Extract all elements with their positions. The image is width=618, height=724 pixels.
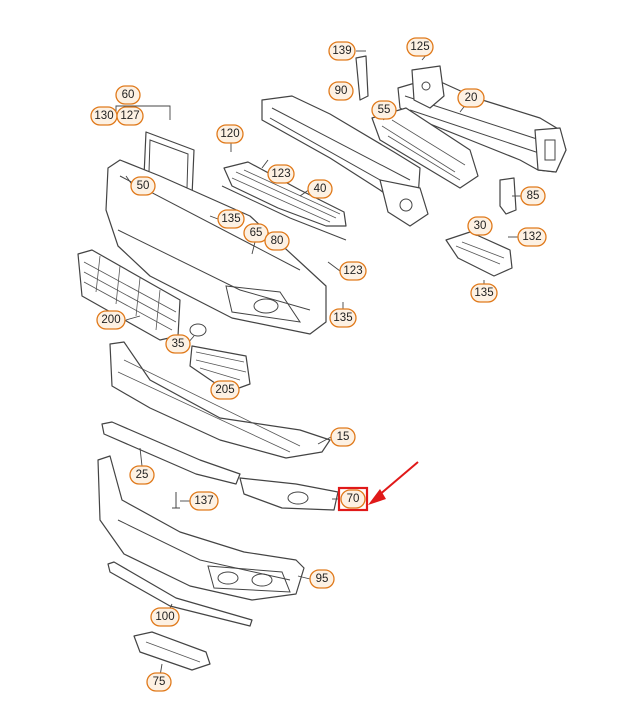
- svg-text:120: 120: [220, 128, 239, 140]
- lower-carrier-15: [109, 341, 331, 459]
- svg-text:127: 127: [120, 110, 139, 122]
- svg-text:60: 60: [122, 89, 135, 101]
- callout-95[interactable]: 95: [309, 569, 335, 589]
- svg-text:50: 50: [137, 180, 150, 192]
- svg-text:135: 135: [221, 213, 240, 225]
- svg-text:132: 132: [522, 231, 541, 243]
- guide-30: [445, 231, 513, 277]
- svg-text:40: 40: [314, 183, 327, 195]
- callout-132[interactable]: 132: [517, 227, 547, 247]
- bracket-139: [355, 55, 369, 101]
- svg-text:30: 30: [474, 220, 487, 232]
- svg-text:25: 25: [136, 469, 149, 481]
- callout-125[interactable]: 125: [406, 37, 434, 57]
- callout-70[interactable]: 70: [340, 489, 366, 509]
- callout-139[interactable]: 139: [328, 41, 356, 61]
- callout-65[interactable]: 65: [243, 223, 269, 243]
- svg-text:95: 95: [316, 573, 329, 585]
- impact-beam: [261, 95, 429, 227]
- callout-123-lower[interactable]: 123: [339, 261, 367, 281]
- callout-137[interactable]: 137: [189, 491, 219, 511]
- svg-text:20: 20: [465, 92, 478, 104]
- svg-text:80: 80: [271, 235, 284, 247]
- callout-30[interactable]: 30: [467, 216, 493, 236]
- bracket-plate-upper: [411, 65, 445, 109]
- callout-15[interactable]: 15: [330, 427, 356, 447]
- callout-55[interactable]: 55: [371, 100, 397, 120]
- spoiler-95: [97, 455, 305, 601]
- svg-text:205: 205: [215, 384, 234, 396]
- highlight-box-70: [337, 486, 369, 512]
- trim-strip-80: [221, 185, 347, 241]
- bolt-137: [172, 492, 180, 509]
- callout-20[interactable]: 20: [457, 88, 485, 108]
- svg-text:125: 125: [410, 41, 429, 53]
- callout-135-center[interactable]: 135: [217, 209, 245, 229]
- callout-123-upper[interactable]: 123: [267, 164, 295, 184]
- callout-75[interactable]: 75: [146, 672, 172, 692]
- callout-100[interactable]: 100: [150, 607, 180, 627]
- callout-85[interactable]: 85: [520, 186, 546, 206]
- svg-text:139: 139: [332, 45, 351, 57]
- callout-120[interactable]: 120: [216, 124, 244, 144]
- callout-35[interactable]: 35: [165, 334, 191, 354]
- upper-grille-40: [223, 161, 347, 227]
- svg-text:55: 55: [378, 104, 391, 116]
- ring-35: [189, 323, 207, 337]
- callout-25[interactable]: 25: [129, 465, 155, 485]
- callout-127[interactable]: 127: [116, 106, 144, 126]
- svg-text:137: 137: [194, 495, 213, 507]
- svg-text:15: 15: [337, 431, 350, 443]
- red-arrow-icon: [368, 461, 419, 505]
- callout-50[interactable]: 50: [130, 176, 156, 196]
- callout-205[interactable]: 205: [210, 380, 240, 400]
- svg-text:123: 123: [271, 168, 290, 180]
- svg-text:70: 70: [347, 493, 360, 505]
- svg-text:135: 135: [333, 312, 352, 324]
- callout-90[interactable]: 90: [328, 81, 354, 101]
- fog-trim-70: [239, 477, 339, 511]
- callout-60[interactable]: 60: [115, 85, 141, 105]
- svg-text:85: 85: [527, 190, 540, 202]
- svg-text:75: 75: [153, 676, 166, 688]
- guide-85: [499, 177, 517, 215]
- callout-40[interactable]: 40: [307, 179, 333, 199]
- strip-100: [107, 561, 253, 627]
- svg-text:135: 135: [474, 287, 493, 299]
- skid-plate-75: [133, 631, 211, 671]
- svg-text:90: 90: [335, 85, 348, 97]
- callout-130[interactable]: 130: [90, 106, 118, 126]
- callout-80[interactable]: 80: [264, 231, 290, 251]
- svg-text:65: 65: [250, 227, 263, 239]
- svg-text:123: 123: [343, 265, 362, 277]
- svg-text:200: 200: [101, 314, 120, 326]
- svg-text:100: 100: [155, 611, 174, 623]
- absorber-55: [371, 107, 479, 189]
- callout-135-right[interactable]: 135: [470, 283, 498, 303]
- svg-text:35: 35: [172, 338, 185, 350]
- callout-200[interactable]: 200: [96, 310, 126, 330]
- callout-135-lower[interactable]: 135: [329, 308, 357, 328]
- svg-text:130: 130: [94, 110, 113, 122]
- spoiler-strip-25: [101, 421, 241, 485]
